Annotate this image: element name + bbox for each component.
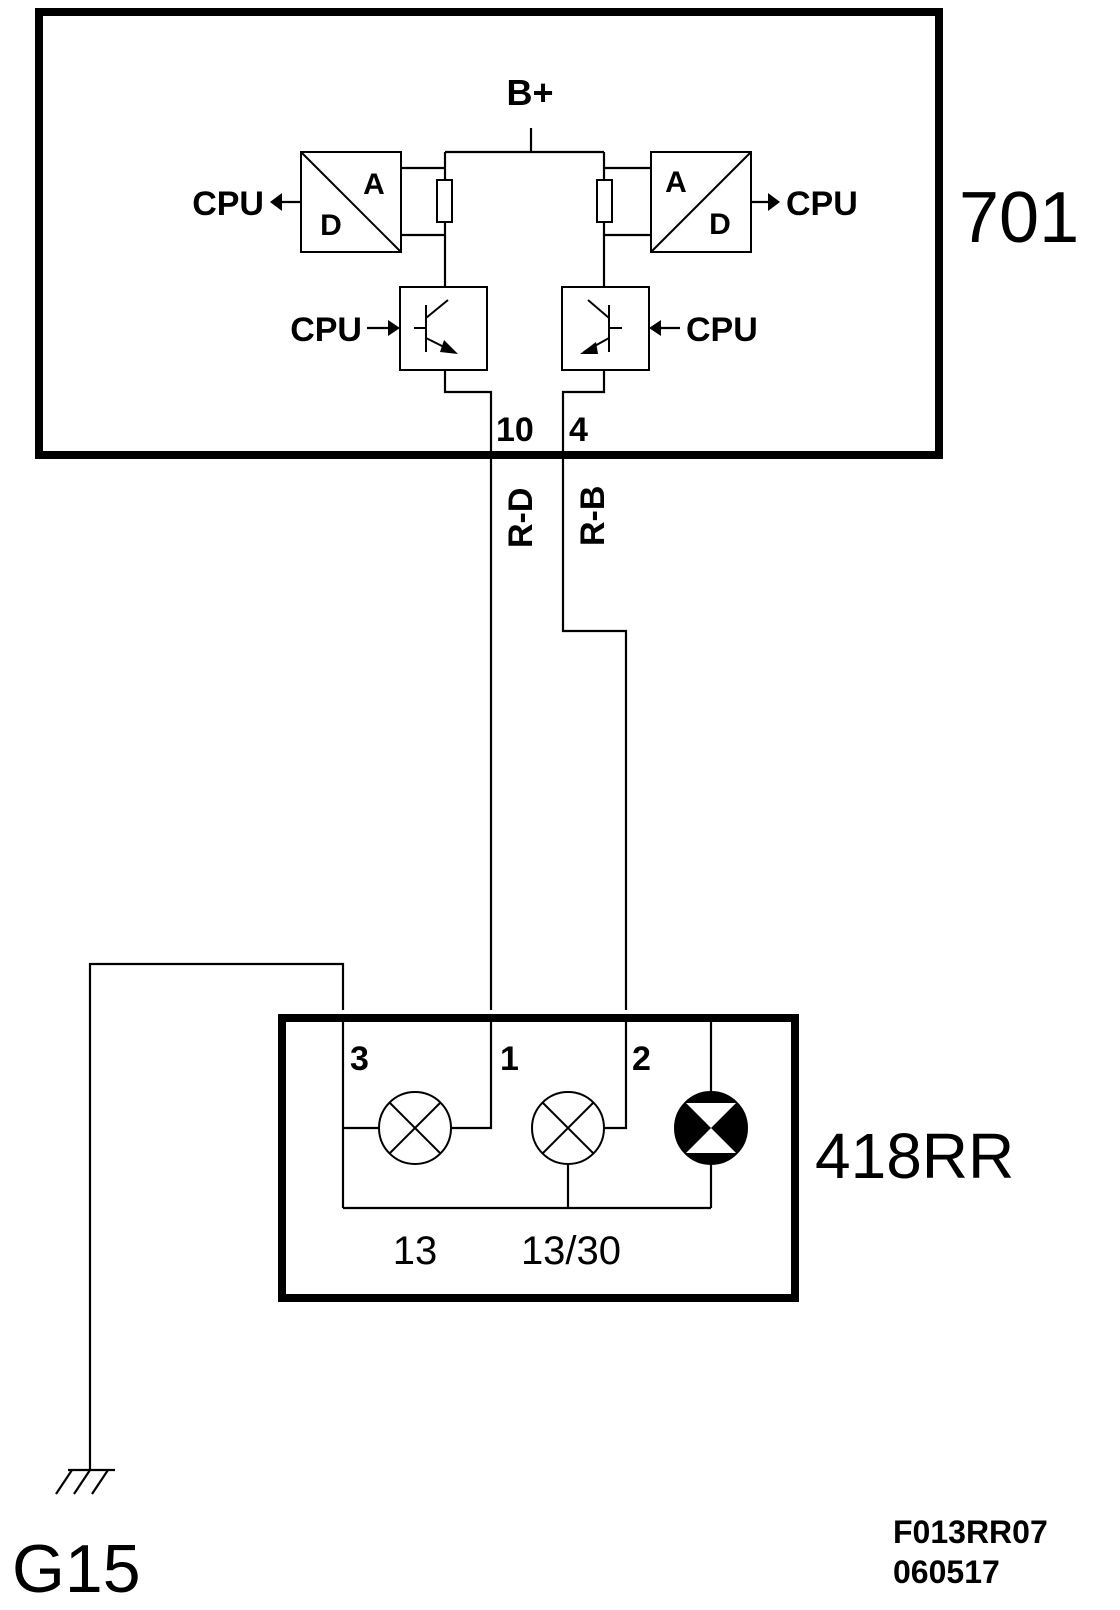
pin-3-label: 3 <box>350 1040 369 1078</box>
harness: R-D R-B <box>88 455 628 1470</box>
ad-left-d-label: D <box>320 209 342 242</box>
control-unit-id: 701 <box>959 178 1079 258</box>
ad-converter-left: A D CPU <box>192 151 402 253</box>
arrow-into-right-driver-icon <box>649 320 661 336</box>
reference-block: F013RR07 060517 <box>893 1514 1048 1590</box>
ground-label: G15 <box>12 1531 141 1607</box>
lamp-bulb-3-icon <box>674 1091 748 1165</box>
emitter-arrow-icon <box>440 340 458 354</box>
transistor-driver-right: CPU <box>561 286 758 371</box>
arrow-left-icon <box>270 193 282 211</box>
lamp-bulb-2-icon <box>531 1091 605 1165</box>
pin-1-label: 1 <box>500 1040 519 1078</box>
ad-right-a-label: A <box>665 166 687 199</box>
reference-date: 060517 <box>893 1554 1000 1590</box>
lamp-bulb-1-icon <box>378 1091 452 1165</box>
ad-converter-right: A D CPU <box>650 151 858 253</box>
pin-4-label: 4 <box>569 411 588 449</box>
shunt-resistor-right <box>596 179 613 223</box>
wire-r-b <box>561 455 628 1010</box>
cpu-output-left-label: CPU <box>192 185 264 223</box>
transistor-driver-left: CPU <box>290 286 488 371</box>
ground-point: G15 <box>12 1468 141 1607</box>
cpu-output-right-label: CPU <box>786 185 858 223</box>
lamp-unit-418rr: 3 1 2 13 13/30 418RR <box>278 1014 1014 1302</box>
arrow-into-left-driver-icon <box>388 320 400 336</box>
bottom-label-13: 13 <box>393 1229 438 1273</box>
pin-2-label: 2 <box>632 1040 651 1078</box>
wire-color-left: R-D <box>502 488 540 548</box>
supply-label: B+ <box>506 72 553 113</box>
emitter-arrow-right-icon <box>580 342 598 354</box>
reference-code: F013RR07 <box>893 1514 1048 1550</box>
shunt-resistor-left <box>436 179 453 223</box>
arrow-right-icon <box>768 193 780 211</box>
cpu-input-right-label: CPU <box>686 311 758 349</box>
lamp-unit-id: 418RR <box>815 1120 1014 1192</box>
ad-right-d-label: D <box>709 208 731 241</box>
lamp-unit-frame <box>278 1014 799 1302</box>
ad-left-a-label: A <box>363 168 385 201</box>
wire-color-right: R-B <box>574 486 612 546</box>
control-unit-frame <box>35 8 943 459</box>
bottom-label-13-30: 13/30 <box>521 1229 621 1273</box>
control-unit-701: B+ A D CPU A D CPU <box>35 8 1079 459</box>
pin-10-label: 10 <box>496 411 534 449</box>
cpu-input-left-label: CPU <box>290 311 362 349</box>
wire-ground <box>88 962 345 1470</box>
